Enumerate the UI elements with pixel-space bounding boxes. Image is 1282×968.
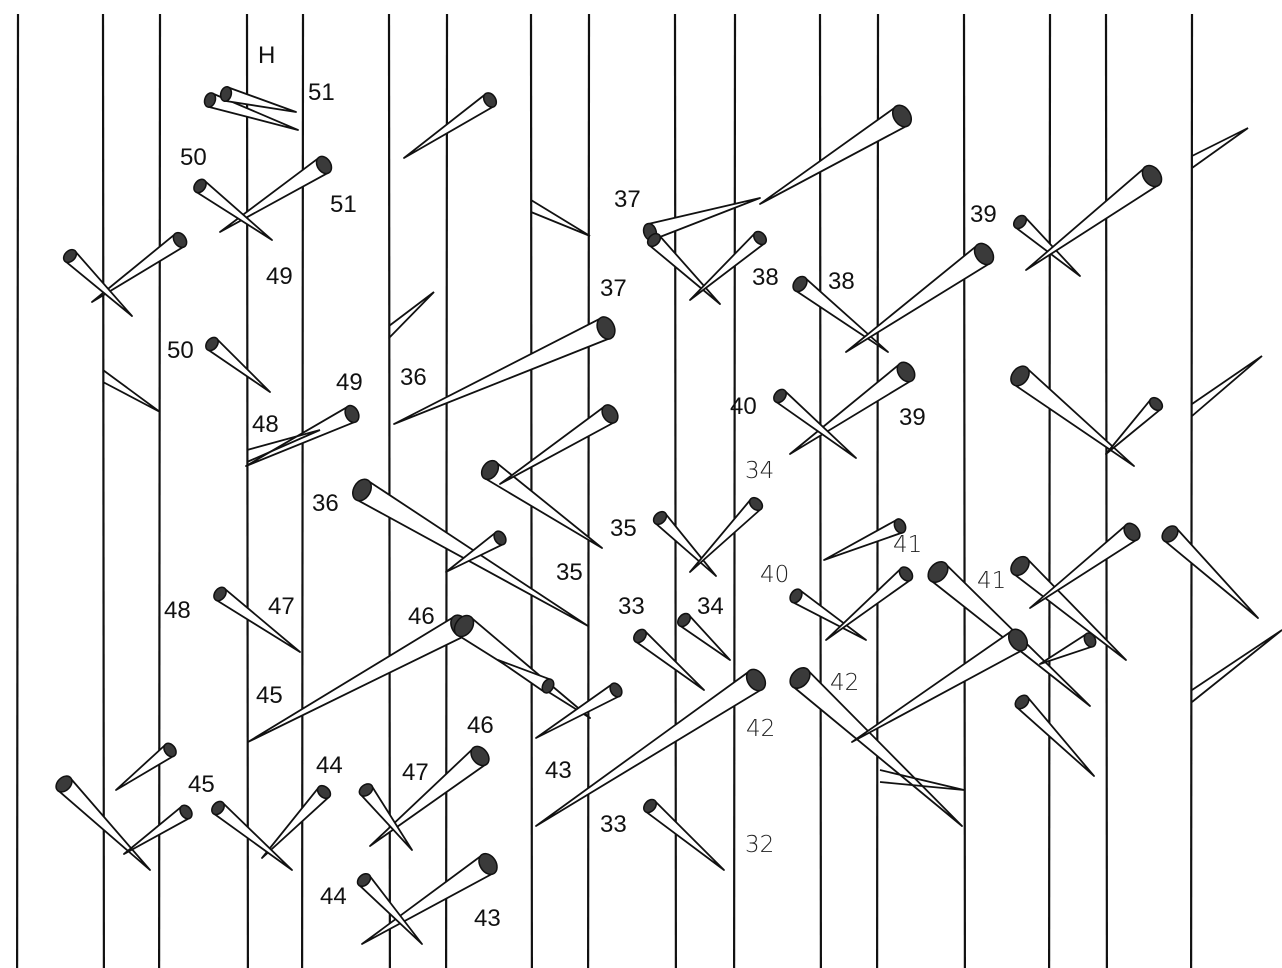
thorn [1030,520,1143,608]
label: 32 [745,832,774,858]
label: 42 [746,716,775,742]
stem-spur [1192,630,1282,702]
thorn [116,741,179,790]
thorn [1007,363,1134,466]
label: 46 [467,712,494,739]
thorn [1106,395,1165,454]
thorn [1011,213,1080,276]
label: 37 [600,275,627,302]
label: 36 [400,364,427,391]
label: 34 [697,593,724,620]
thorn [846,240,997,352]
thorn [203,335,270,392]
stem-line [964,14,965,968]
stem-line [734,14,735,968]
thorn [826,564,915,640]
thorn [1013,693,1094,776]
stem-spur [103,370,160,412]
thorn [760,102,915,204]
label: 36 [312,490,339,517]
thorn [645,231,720,304]
thorn [451,612,590,718]
label-top-mark: H [258,42,275,69]
stem-spur [1192,128,1248,168]
thorn [262,783,333,858]
label: 38 [752,264,779,291]
label: 33 [600,811,627,838]
label: 33 [618,593,645,620]
label: 34 [745,458,774,484]
stem-line [1049,14,1050,968]
thorn [641,797,724,870]
stem-spur [389,292,434,338]
stem-line [446,14,447,968]
label: 45 [256,682,283,709]
label: 51 [330,191,357,218]
label: 50 [167,337,194,364]
thorn [370,743,493,846]
label: 49 [266,263,293,290]
label: 41 [977,568,1006,594]
label: 35 [610,515,637,542]
stem-line [877,14,878,968]
label: 44 [316,752,343,779]
thorn [690,495,765,572]
thorn [500,402,621,484]
thorn [852,626,1031,742]
label: 35 [556,559,583,586]
label: 47 [268,593,295,620]
label: 42 [830,670,859,696]
label: 39 [970,201,997,228]
diagram-labels: H 51 51 50 50 49 49 48 48 47 47 46 46 45… [164,42,1006,932]
label: 47 [402,759,429,786]
label: 45 [188,771,215,798]
thorn [53,773,150,870]
label: 48 [164,597,191,624]
label: 44 [320,883,347,910]
label: 41 [893,532,922,558]
thorn-group [53,86,1282,944]
label: 43 [474,905,501,932]
label: 51 [308,79,335,106]
thorn [1159,523,1258,618]
label: 37 [614,186,641,213]
stem-line [17,14,18,968]
thorn [631,627,704,690]
label: 38 [828,268,855,295]
thorn [209,799,292,870]
stem-line [1106,14,1107,968]
label: 40 [730,393,757,420]
thorn [248,612,473,742]
thorn [394,314,618,424]
label: 49 [336,369,363,396]
stem-line [302,14,303,968]
stem-line [1191,14,1192,968]
label: 40 [760,562,789,588]
label: 50 [180,144,207,171]
label: 43 [545,757,572,784]
stem-spur [1192,356,1262,416]
stem-line [247,14,248,968]
thorn [404,90,499,158]
label: 48 [252,411,279,438]
label: 39 [899,404,926,431]
thorn [1026,162,1166,270]
thorn [220,154,335,232]
label: 46 [408,603,435,630]
thorn [651,509,716,576]
stem-line [588,14,589,968]
thorn [349,476,588,626]
stem-spur [531,200,590,236]
stem-line [820,14,821,968]
